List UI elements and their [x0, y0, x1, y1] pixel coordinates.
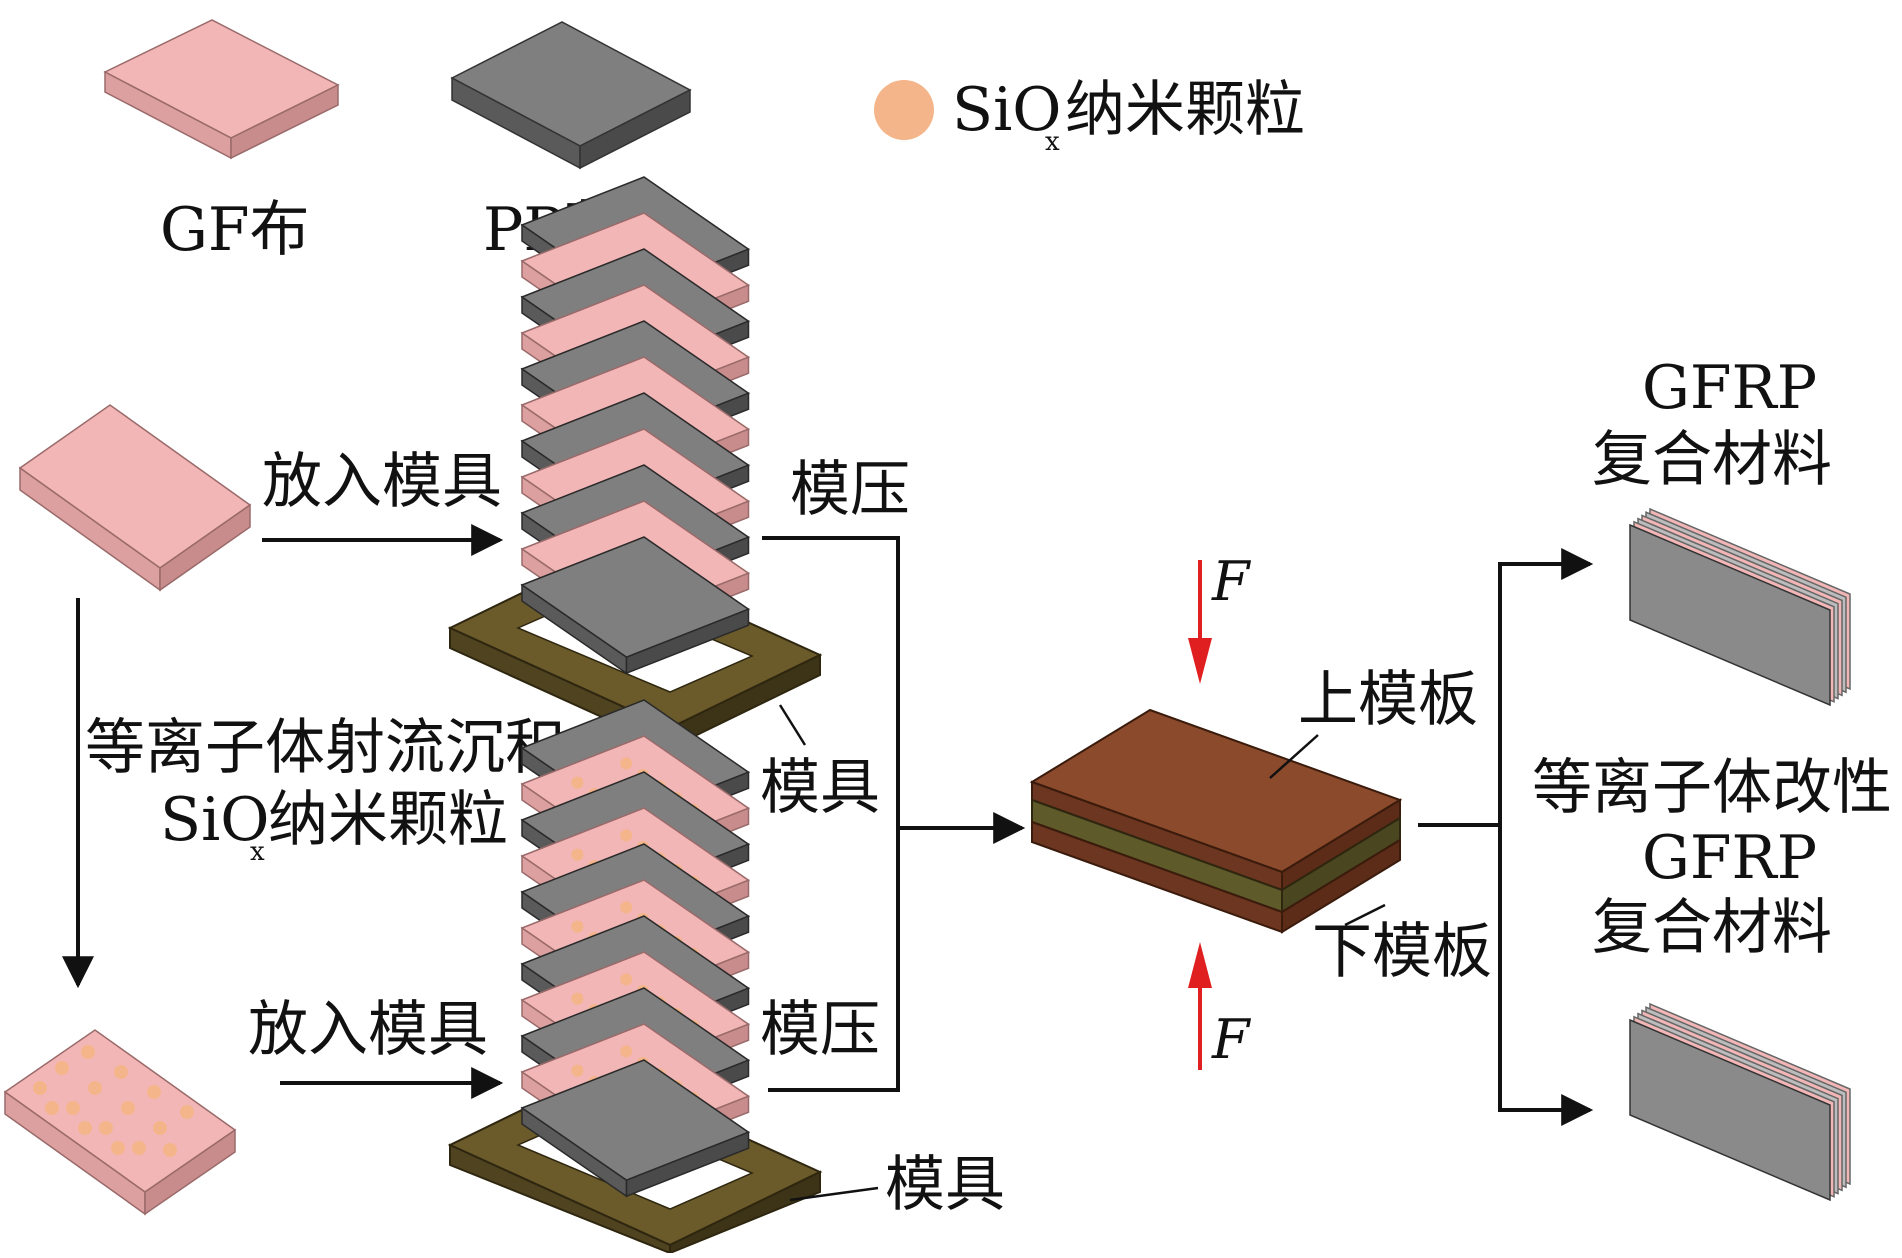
legend-sio-dot	[874, 80, 934, 140]
sio-nanoparticle	[620, 829, 633, 842]
sio-nanoparticle	[571, 776, 584, 789]
legend-gf-cloth-label: GF布	[160, 195, 310, 265]
connector-press-merge	[762, 536, 900, 1092]
label-plasma-line1: 等离子体射流沉积	[85, 713, 565, 783]
label-plasma-line2-sub: x	[250, 837, 265, 867]
press-plates	[1029, 708, 1403, 934]
sio-nanoparticle	[620, 973, 633, 986]
legend-sio-sub: x	[1045, 127, 1060, 157]
label-lower-plate: 下模板	[1312, 917, 1492, 987]
sio-nanoparticle	[571, 920, 584, 933]
label-put-in-mold-top: 放入模具	[262, 447, 502, 517]
composite-face	[1629, 523, 1831, 707]
label-mod-line3: 复合材料	[1592, 893, 1832, 963]
leader-mold-bottom	[789, 1186, 879, 1202]
sio-nanoparticle	[571, 992, 584, 1005]
layer-stack-bottom	[520, 699, 751, 1198]
label-upper-plate: 上模板	[1298, 665, 1478, 735]
label-plasma-line2-rest: 纳米颗粒	[268, 785, 508, 855]
label-gfrp-title1: GFRP	[1642, 353, 1817, 423]
pp-film-layer	[520, 536, 751, 675]
legend-sio-main: SiO	[952, 75, 1061, 145]
label-press-bottom: 模压	[760, 995, 880, 1065]
gf-cloth-coated	[3, 1029, 237, 1216]
modified-gfrp-composite-block	[1629, 1002, 1851, 1202]
leader-mold-top	[778, 704, 807, 746]
force-arrow-bottom	[1188, 942, 1212, 1070]
sio-nanoparticle	[571, 848, 584, 861]
leader-lower-plate	[1344, 903, 1386, 927]
sio-nanoparticle	[620, 1045, 633, 1058]
sio-nanoparticle	[620, 901, 633, 914]
label-force-bottom: F	[1211, 1008, 1252, 1071]
pp-film-layer	[520, 1059, 751, 1198]
label-mod-line2: GFRP	[1642, 823, 1817, 893]
composite-face	[1629, 1018, 1831, 1202]
legend-pp-film-slab	[450, 21, 692, 170]
label-mod-line1: 等离子体改性	[1532, 753, 1892, 823]
gfrp-composite-block	[1629, 507, 1851, 707]
layer-stack-top	[520, 176, 751, 675]
label-gfrp-title2: 复合材料	[1592, 425, 1832, 495]
label-mold-top: 模具	[760, 753, 880, 823]
label-put-in-mold-bottom: 放入模具	[248, 995, 488, 1065]
leader-upper-plate	[1269, 734, 1319, 779]
sio-nanoparticle	[620, 757, 633, 770]
label-press-top: 模压	[790, 455, 910, 525]
legend-gf-cloth-slab	[103, 19, 340, 160]
label-force-top: F	[1211, 550, 1252, 613]
force-arrow-top	[1188, 560, 1212, 684]
label-mold-bottom: 模具	[885, 1150, 1005, 1220]
legend-sio-rest: 纳米颗粒	[1065, 75, 1305, 145]
sio-nanoparticle	[571, 1064, 584, 1077]
gf-cloth-plain	[18, 404, 252, 592]
label-plasma-line2-main: SiO	[160, 785, 269, 855]
